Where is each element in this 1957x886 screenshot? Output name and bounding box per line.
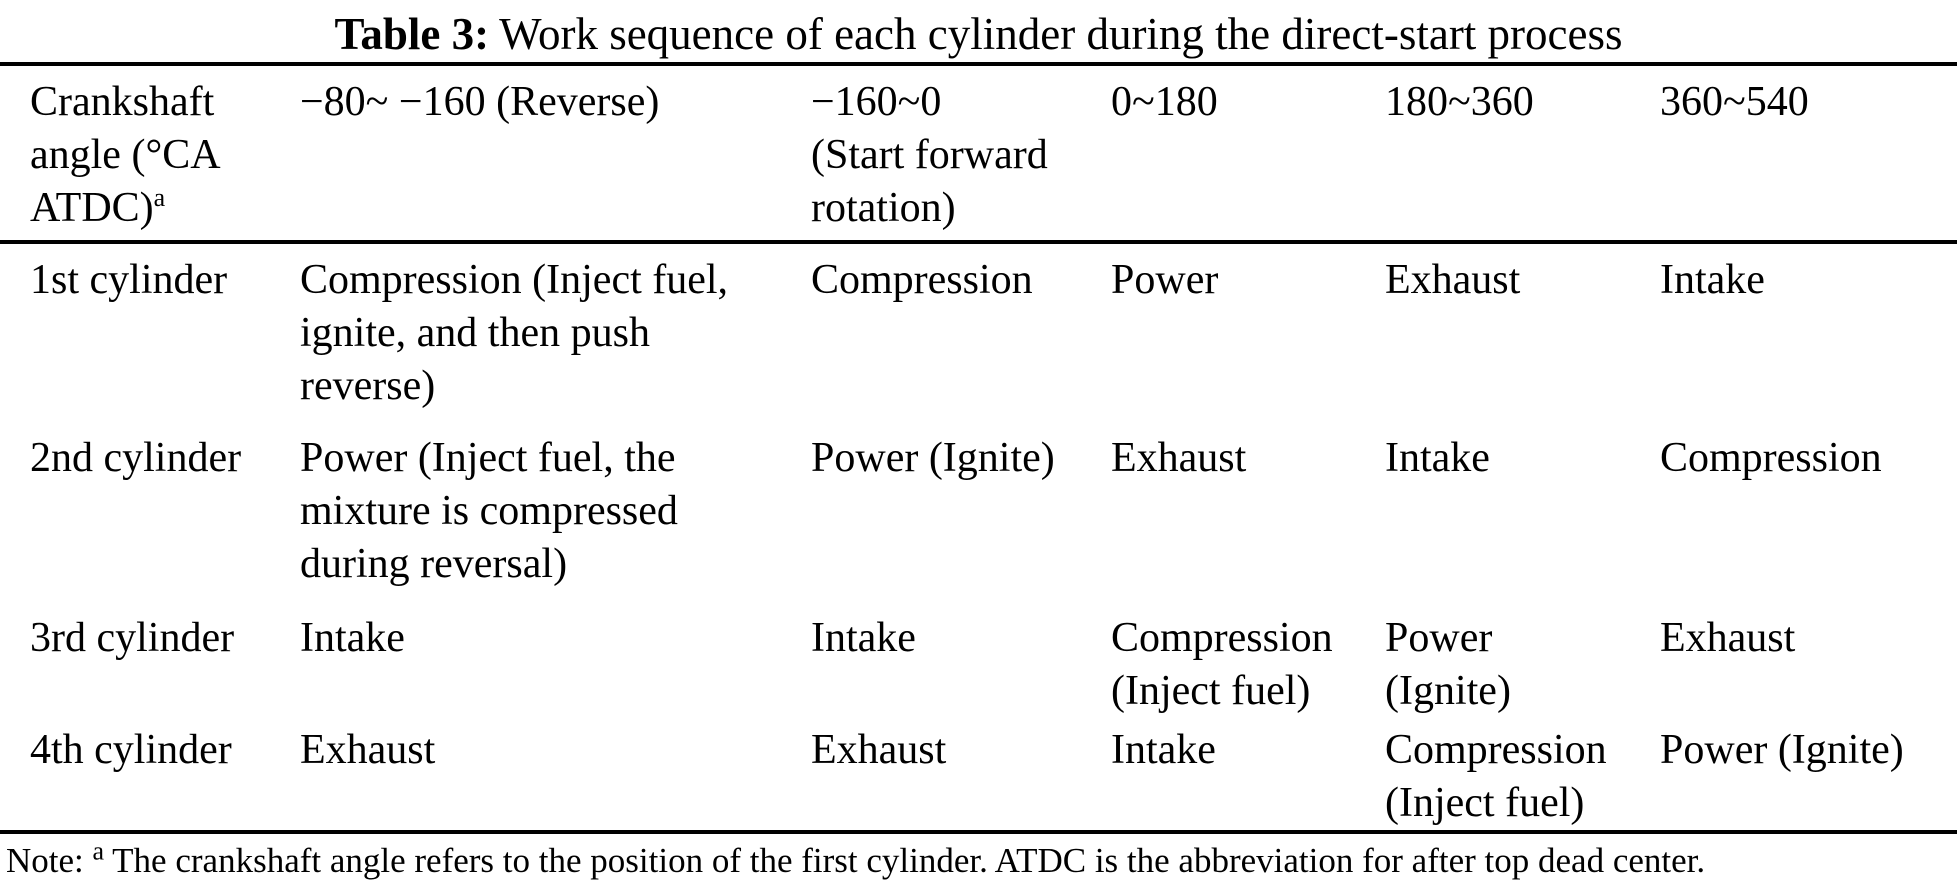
table-cell: Intake [300, 615, 405, 661]
table-cell: Intake [1111, 722, 1385, 834]
column-header-range-180-360: 180~360 [1385, 64, 1660, 244]
column-header-range-reverse: −80~ −160 (Reverse) [300, 64, 811, 244]
table-cell: Compression [811, 257, 1033, 303]
table-row-cylinder-2: 2nd cylinder Power (Inject fuel, the mix… [0, 422, 1957, 602]
table-cell: Power (Inject fuel, the mixture is compr… [300, 435, 678, 587]
table-cell: Compression (Inject fuel) [1385, 722, 1660, 834]
table-caption-text: Work sequence of each cylinder during th… [499, 9, 1623, 59]
table-cell: Exhaust [1385, 257, 1521, 303]
table-caption: Table 3:Work sequence of each cylinder d… [0, 0, 1957, 62]
table-row-cylinder-3: 3rd cylinder Intake Intake Compression (… [0, 602, 1957, 722]
table-cell: Compression (Inject fuel, ignite, and th… [300, 257, 729, 409]
note-footnote-marker: a [92, 836, 105, 866]
column-header-range-360-540: 360~540 [1660, 64, 1957, 244]
table-cell: Compression (Inject fuel) [1111, 615, 1333, 714]
table-cell: Intake [1385, 435, 1490, 481]
column-header-range-0-180: 0~180 [1111, 64, 1385, 244]
table-cell: Exhaust [1111, 435, 1247, 481]
row-label: 2nd cylinder [30, 435, 242, 481]
row-label: 1st cylinder [30, 257, 228, 303]
table-cell: Compression [1660, 435, 1882, 481]
table-caption-label: Table 3: [334, 9, 490, 59]
table-cell: Power (Ignite) [1660, 722, 1957, 834]
column-header-range-start-forward: −160~0 (Start forward rotation) [811, 64, 1111, 244]
table-cell: Exhaust [300, 722, 811, 834]
row-label: 4th cylinder [0, 722, 300, 834]
table-cell: Power (Ignite) [811, 435, 1055, 481]
table-cell: Power (Ignite) [1385, 615, 1511, 714]
table-cell: Exhaust [1660, 615, 1796, 661]
column-header-text: Crankshaft angle (°CA ATDC) [30, 79, 221, 231]
row-label: 3rd cylinder [30, 615, 235, 661]
table-cell: Power [1111, 257, 1219, 303]
work-sequence-table: Crankshaft angle (°CA ATDC)a −80~ −160 (… [0, 62, 1957, 834]
note-prefix: Note: [6, 841, 93, 880]
table-note: Note: a The crankshaft angle refers to t… [0, 834, 1957, 883]
column-header-crankshaft-angle: Crankshaft angle (°CA ATDC)a [0, 64, 300, 244]
table-row-cylinder-4: 4th cylinder Exhaust Exhaust Intake Comp… [0, 722, 1957, 834]
table-row-cylinder-1: 1st cylinder Compression (Inject fuel, i… [0, 242, 1957, 422]
note-text: The crankshaft angle refers to the posit… [104, 841, 1706, 880]
table-cell: Intake [1660, 257, 1765, 303]
header-row: Crankshaft angle (°CA ATDC)a −80~ −160 (… [0, 64, 1957, 244]
footnote-marker: a [153, 183, 166, 212]
table-cell: Intake [811, 615, 916, 661]
table-cell: Exhaust [811, 722, 1111, 834]
